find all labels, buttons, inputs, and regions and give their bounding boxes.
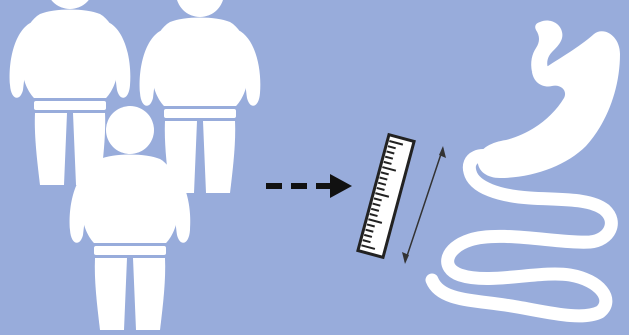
illustration — [0, 0, 629, 335]
illustration-canvas — [0, 0, 629, 335]
